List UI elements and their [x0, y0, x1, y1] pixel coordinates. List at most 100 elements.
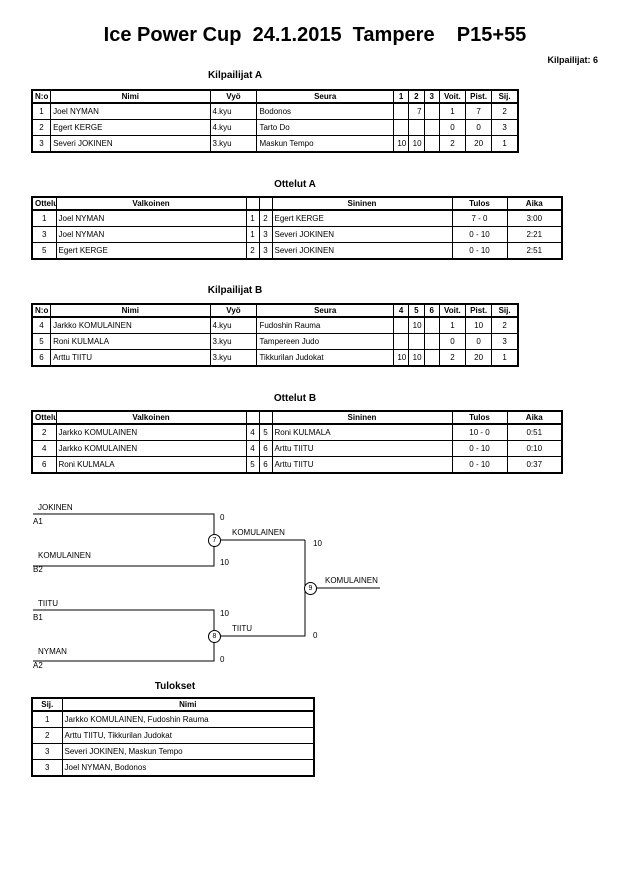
pool-a-table: N:o Nimi Vyö Seura 1 2 3 Voit. Pist. Sij…: [31, 89, 519, 153]
bracket-slot-name: NYMAN: [38, 647, 67, 656]
cell: 3.kyu: [209, 349, 258, 367]
matches-a-title: Ottelut A: [274, 179, 316, 190]
table-header-row: Ottelu Valkoinen Sininen Tulos Aika: [31, 196, 563, 211]
cell: 2: [491, 316, 519, 334]
cell: 4.kyu: [209, 119, 258, 136]
match-number-badge: 9: [304, 582, 317, 595]
matches-b-title: Ottelut B: [273, 393, 317, 404]
match-number-badge: 7: [208, 534, 221, 547]
cell: 0:10: [506, 440, 563, 457]
cell: 2:21: [506, 226, 563, 243]
table-row: 2 Egert KERGE 4.kyu Tarto Do 0 0 3: [31, 119, 519, 136]
pool-b-title: Kilpailijat B: [207, 285, 263, 296]
bracket-slot-seed: B1: [33, 613, 43, 622]
column-header: N:o: [31, 303, 52, 318]
cell: 4: [31, 440, 57, 457]
cell: 2: [31, 727, 63, 744]
cell: Severi JOKINEN, Maskun Tempo: [61, 743, 315, 760]
bracket-winner-name: KOMULAINEN: [232, 528, 285, 537]
cell: 3.kyu: [209, 135, 258, 153]
bracket-slot-name: TIITU: [38, 599, 58, 608]
column-header: Aika: [506, 410, 563, 425]
table-row: 5 Egert KERGE 2 3 Severi JOKINEN 0 - 10 …: [31, 242, 563, 260]
pool-b-table: N:o Nimi Vyö Seura 4 5 6 Voit. Pist. Sij…: [31, 303, 519, 367]
page-title: Ice Power Cup 24.1.2015 Tampere P15+55: [103, 24, 527, 46]
cell: 3.kyu: [209, 333, 258, 350]
table-header-row: N:o Nimi Vyö Seura 4 5 6 Voit. Pist. Sij…: [31, 303, 519, 318]
bracket-score: 10: [313, 539, 322, 548]
cell: 10: [392, 349, 410, 367]
column-header: Vyö: [209, 303, 258, 318]
cell: 0:37: [506, 456, 563, 474]
table-row: 2 Jarkko KOMULAINEN 4 5 Roni KULMALA 10 …: [31, 423, 563, 441]
column-header: Seura: [256, 89, 394, 104]
table-row: 1 Joel NYMAN 1 2 Egert KERGE 7 - 0 3:00: [31, 209, 563, 227]
column-header: Voit.: [438, 89, 467, 104]
bracket-score: 10: [220, 609, 229, 618]
cell: Tarto Do: [256, 119, 394, 136]
table-row: 2 Arttu TIITU, Tikkurilan Judokat: [31, 727, 315, 744]
table-row: 1 Jarkko KOMULAINEN, Fudoshin Rauma: [31, 710, 315, 728]
cell: 3: [31, 759, 63, 777]
column-header: Ottelu: [31, 196, 57, 211]
cell: 3: [491, 119, 519, 136]
table-row: 3 Severi JOKINEN 3.kyu Maskun Tempo 10 1…: [31, 135, 519, 153]
competitor-count: Kilpailijat: 6: [547, 55, 598, 65]
bracket-score: 0: [313, 631, 318, 640]
results-table: Sij. Nimi 1 Jarkko KOMULAINEN, Fudoshin …: [31, 697, 315, 777]
cell: Severi JOKINEN: [50, 135, 211, 153]
column-header: Sij.: [31, 697, 63, 712]
cell: 20: [465, 349, 493, 367]
table-row: 6 Roni KULMALA 5 6 Arttu TIITU 0 - 10 0:…: [31, 456, 563, 474]
table-row: 6 Arttu TIITU 3.kyu Tikkurilan Judokat 1…: [31, 349, 519, 367]
column-header: Aika: [506, 196, 563, 211]
bracket-score: 0: [220, 513, 225, 522]
column-header: Ottelu: [31, 410, 57, 425]
table-row: 3 Joel NYMAN, Bodonos: [31, 759, 315, 777]
cell: 2:51: [506, 242, 563, 260]
cell: 0: [438, 119, 467, 136]
cell: 3: [491, 333, 519, 350]
cell: Maskun Tempo: [256, 135, 394, 153]
column-header: Nimi: [50, 303, 211, 318]
cell: [423, 333, 440, 350]
table-row: 3 Joel NYMAN 1 3 Severi JOKINEN 0 - 10 2…: [31, 226, 563, 243]
bracket-slot-seed: B2: [33, 565, 43, 574]
column-header: 1: [392, 89, 410, 104]
table-row: 5 Roni KULMALA 3.kyu Tampereen Judo 0 0 …: [31, 333, 519, 350]
table-row: 4 Jarkko KOMULAINEN 4.kyu Fudoshin Rauma…: [31, 316, 519, 334]
table-header-row: N:o Nimi Vyö Seura 1 2 3 Voit. Pist. Sij…: [31, 89, 519, 104]
cell: 1: [491, 349, 519, 367]
cell: Roni KULMALA: [50, 333, 211, 350]
cell: 1: [31, 710, 63, 728]
pool-a-title: Kilpailijat A: [207, 70, 263, 81]
cell: Joel NYMAN, Bodonos: [61, 759, 315, 777]
bracket-final-winner: KOMULAINEN: [325, 576, 378, 585]
table-row: 1 Joel NYMAN 4.kyu Bodonos 7 1 7 2: [31, 102, 519, 120]
column-header: Voit.: [438, 303, 467, 318]
match-number-badge: 8: [208, 630, 221, 643]
column-header: Sij.: [491, 89, 519, 104]
matches-a-table: Ottelu Valkoinen Sininen Tulos Aika 1 Jo…: [31, 196, 563, 260]
cell: [423, 135, 440, 153]
bracket-slot-seed: A2: [33, 661, 43, 670]
cell: [423, 119, 440, 136]
cell: Egert KERGE: [50, 119, 211, 136]
table-row: 4 Jarkko KOMULAINEN 4 6 Arttu TIITU 0 - …: [31, 440, 563, 457]
cell: 1: [491, 135, 519, 153]
bracket-slot-name: JOKINEN: [38, 503, 73, 512]
cell: Arttu TIITU, Tikkurilan Judokat: [61, 727, 315, 744]
column-header: Vyö: [209, 89, 258, 104]
cell: Joel NYMAN: [55, 226, 247, 243]
table-row: 3 Severi JOKINEN, Maskun Tempo: [31, 743, 315, 760]
column-header: 6: [423, 303, 440, 318]
matches-b-table: Ottelu Valkoinen Sininen Tulos Aika 2 Ja…: [31, 410, 563, 474]
table-header-row: Ottelu Valkoinen Sininen Tulos Aika: [31, 410, 563, 425]
cell: Jarkko KOMULAINEN: [55, 440, 247, 457]
column-header: Tulos: [451, 410, 508, 425]
cell: Arttu TIITU: [50, 349, 211, 367]
table-header-row: Sij. Nimi: [31, 697, 315, 712]
cell: 3: [31, 743, 63, 760]
cell: Jarkko KOMULAINEN, Fudoshin Rauma: [61, 710, 315, 728]
column-header: Nimi: [50, 89, 211, 104]
